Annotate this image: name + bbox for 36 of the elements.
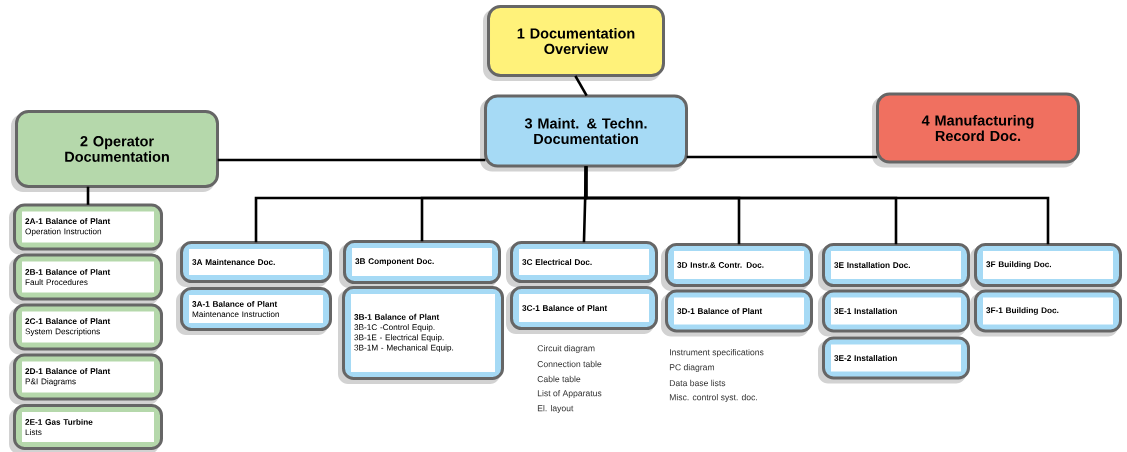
list-item: Data base lists — [669, 379, 726, 387]
connector-line — [686, 155, 878, 159]
list-item: List of Apparatus — [537, 390, 602, 398]
list-item: Circuit diagram — [537, 345, 595, 353]
connector-line — [217, 158, 486, 162]
connector-line — [86, 186, 90, 205]
document-box: 2C-1 Balance of Plant System Descriptions — [9, 303, 163, 355]
category-box: 3 Maint. & Techn. Documentation — [480, 94, 688, 172]
category-box: 4 Manufacturing Record Doc. — [872, 92, 1080, 168]
document-box: 3A-1 Balance of Plant Maintenance Instruction — [176, 287, 332, 335]
list-item: Instrument specifications — [670, 349, 764, 357]
category-box: 2 Operator Documentation — [11, 110, 219, 192]
document-box: 3B Component Doc. — [339, 240, 501, 288]
document-box: 3E-2 Installation — [818, 336, 970, 384]
category-box: 1 Documentation Overview — [483, 5, 665, 81]
document-box: 3B-1 Balance of Plant 3B-1C -Control Equip. 3B-1E - Electrical Equip. 3B-1M - Mechanical Equip. — [338, 286, 504, 384]
list-item: Misc. control syst. doc. — [669, 394, 757, 402]
document-box: 2E-1 Gas Turbine Lists — [9, 404, 163, 452]
connector-line — [574, 75, 588, 96]
document-box: 3D-1 Balance of Plant — [661, 289, 813, 337]
document-box: 2D-1 Balance of Plant P&I Diagrams — [9, 353, 163, 405]
document-box: 3F Building Doc. — [970, 243, 1122, 291]
document-box: 2A-1 Balance of Plant Operation Instruction — [9, 203, 163, 255]
document-box: 3F-1 Building Doc. — [970, 289, 1122, 337]
list-item: Cable table — [537, 375, 581, 383]
list-item: El. layout — [537, 405, 574, 413]
document-box: 3E Installation Doc. — [818, 243, 970, 291]
document-box: 3D Instr.& Contr. Doc. — [661, 243, 813, 291]
list-item: Connection table — [537, 360, 602, 368]
document-box: 3C Electrical Doc. — [506, 241, 658, 287]
document-box: 2B-1 Balance of Plant Fault Procedures — [9, 253, 163, 305]
document-box: 3E-1 Installation — [818, 289, 970, 337]
connector-line — [584, 166, 1050, 245]
list-item: PC diagram — [669, 364, 714, 372]
document-box: 3A Maintenance Doc. — [176, 241, 332, 287]
document-box: 3C-1 Balance of Plant — [506, 286, 658, 334]
